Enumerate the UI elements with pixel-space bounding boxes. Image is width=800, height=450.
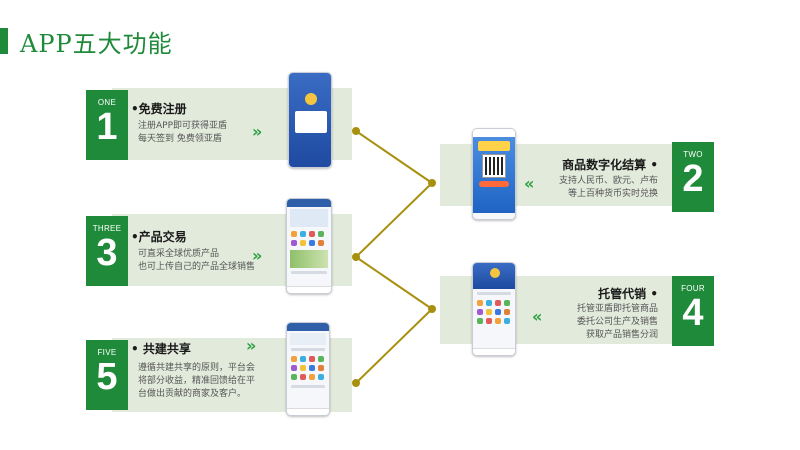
feature-number: 1 <box>96 106 118 148</box>
feature-desc: 支持人民币、欧元、卢布 等上百种货币实时兑换 <box>559 175 658 201</box>
chevron-right-icon: » <box>252 246 263 265</box>
phone-screenshot-consignment <box>472 262 516 356</box>
feature-number-word: THREE <box>92 224 122 233</box>
feature-number-word: FOUR <box>681 284 705 293</box>
connector-3-4 <box>355 256 433 310</box>
feature-desc: 注册APP即可获得亚盾 每天签到 免费领亚盾 <box>138 120 227 146</box>
chevron-left-icon: « <box>532 307 543 326</box>
feature-desc-line: 获取产品销售分润 <box>585 330 658 340</box>
feature-desc: 托管亚盾即托管商品 委托公司生产及销售 获取产品销售分润 <box>577 303 658 342</box>
connector-dot <box>428 179 436 187</box>
connector-dot <box>352 127 360 135</box>
phone-screenshot-register <box>288 72 332 168</box>
title-accent-bar <box>0 28 8 54</box>
connector-dot <box>352 253 360 261</box>
chevron-left-icon: « <box>524 174 535 193</box>
feature-desc-line: 支持人民币、欧元、卢布 <box>558 176 658 186</box>
feature-desc: 遵循共建共享的原则，平台会 将部分收益，精准回馈给在平 台做出贡献的商家及客户。 <box>138 362 255 401</box>
feature-desc: 可直采全球优质产品 也可上传自己的产品全球销售 <box>138 248 255 274</box>
connector-3-2 <box>355 182 433 258</box>
feature-title: •免费注册 <box>131 102 187 116</box>
connector-5-4 <box>355 308 433 384</box>
feature-desc-line: 台做出贡献的商家及客户。 <box>138 389 247 399</box>
feature-desc-line: 可直采全球优质产品 <box>138 249 220 259</box>
feature-desc-line: 等上百种货币实时兑换 <box>567 189 658 199</box>
chevron-right-icon: » <box>246 336 257 355</box>
phone-screenshot-settlement <box>472 128 516 220</box>
feature-desc-line: 遵循共建共享的原则，平台会 <box>138 363 256 373</box>
feature-title: 商品数字化结算 • <box>562 158 658 172</box>
phone-screenshot-trading <box>286 198 332 294</box>
feature-desc-line: 每天签到 免费领亚盾 <box>138 134 222 144</box>
connector-dot <box>352 379 360 387</box>
feature-desc-line: 也可上传自己的产品全球销售 <box>138 262 256 272</box>
phone-screenshot-sharing <box>286 322 330 416</box>
feature-number-badge: FIVE 5 <box>86 340 128 410</box>
feature-number-badge: TWO 2 <box>672 142 714 212</box>
chevron-right-icon: » <box>252 122 263 141</box>
feature-number: 5 <box>96 356 118 398</box>
feature-desc-line: 将部分收益，精准回馈给在平 <box>138 376 256 386</box>
feature-number-badge: ONE 1 <box>86 90 128 160</box>
connector-1-2 <box>355 130 433 184</box>
feature-title: •产品交易 <box>131 230 187 244</box>
feature-desc-line: 托管亚盾即托管商品 <box>576 304 658 314</box>
feature-desc-line: 注册APP即可获得亚盾 <box>138 121 228 131</box>
page-title: APP五大功能 <box>20 30 173 58</box>
feature-title: 托管代销 • <box>598 287 658 301</box>
feature-number: 3 <box>96 232 118 274</box>
connector-dot <box>428 305 436 313</box>
feature-number: 4 <box>682 292 704 334</box>
feature-title: • 共建共享 <box>131 342 191 356</box>
feature-number-badge: THREE 3 <box>86 216 128 286</box>
feature-number: 2 <box>682 158 704 200</box>
feature-number-word: FIVE <box>97 348 117 357</box>
feature-number-word: ONE <box>97 98 117 107</box>
feature-number-word: TWO <box>683 150 703 159</box>
feature-desc-line: 委托公司生产及销售 <box>576 317 658 327</box>
feature-number-badge: FOUR 4 <box>672 276 714 346</box>
